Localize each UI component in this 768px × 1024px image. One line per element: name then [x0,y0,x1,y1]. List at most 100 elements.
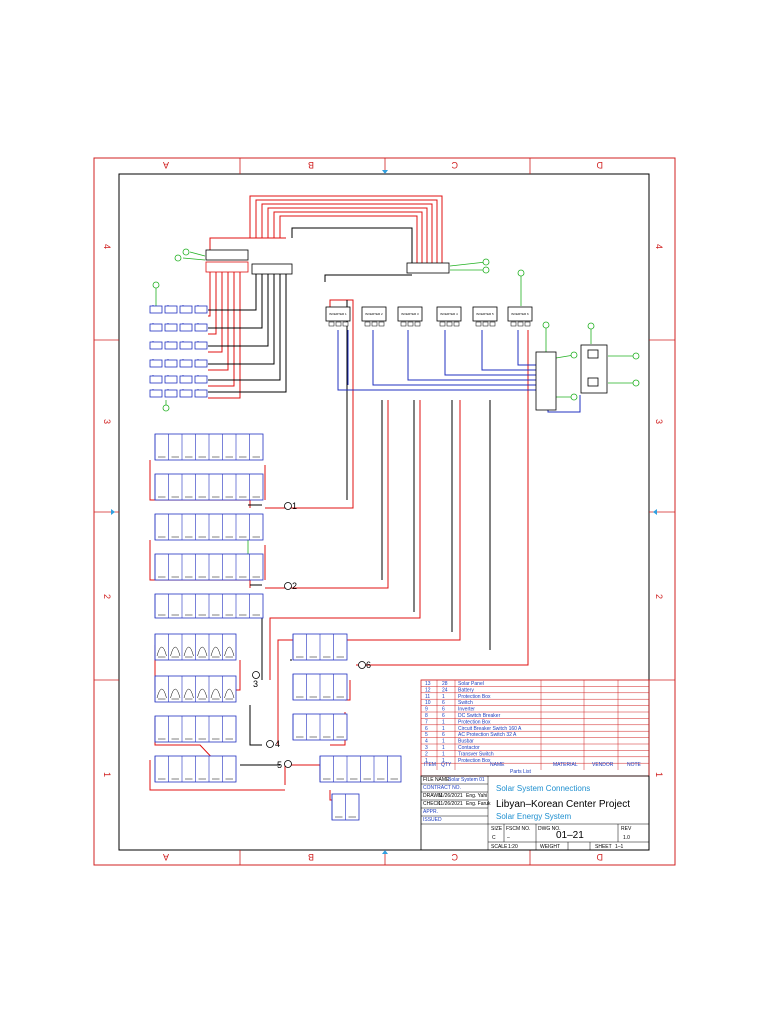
protection-box [535,344,608,411]
inverter-terminal [371,321,378,327]
series-link [183,646,194,657]
zone-row-left-4: 4 [102,244,112,249]
zone-row-left-3: 3 [102,419,112,424]
zone-col-top-c: C [451,160,458,170]
project-title: Libyan–Korean Center Project [496,799,630,810]
check-by: Eng. Faruk [466,801,491,807]
parts-item: 13 [425,681,431,687]
zone-row-right-1: 1 [654,772,664,777]
battery-unit [149,389,163,398]
battery-unit [149,305,163,314]
parts-qty: 1 [442,745,445,751]
parts-qty: 1 [442,758,445,764]
parts-item: 5 [425,732,428,738]
inverter-terminal [482,321,489,327]
inverter-box [397,306,423,322]
inverter-box [325,306,351,322]
contract-label: CONTRACT NO. [423,785,461,791]
series-link [170,688,181,699]
battery-unit [164,305,178,314]
inverter-terminal [475,321,482,327]
battery-unit [179,305,193,314]
zone-row-left-2: 2 [102,594,112,599]
zone-col-top-d: D [596,160,603,170]
inverter-terminal [453,321,460,327]
scale-label: SCALE [491,844,508,850]
inverter-label: INVERTER 1 [329,312,347,316]
check-date: 11/26/2021 [438,801,463,807]
string-label-1: 1 [292,501,297,511]
wiring-black [208,227,491,766]
inverter-terminal [378,321,385,327]
rev-value: 1.0 [623,835,630,841]
parts-qty: 1 [442,719,445,725]
combiner-boxes [205,249,450,275]
dwg-label: DWG NO. [538,826,561,832]
battery-unit [179,359,193,368]
series-link [197,688,208,699]
parts-name: Solar Panel [458,681,484,687]
drawn-by: Eng. Yahi [466,793,487,799]
sheet-value: 1–1 [615,844,624,850]
parts-name: Switch [458,700,473,706]
inverter-terminal [439,321,446,327]
battery-unit [164,323,178,332]
battery-unit [149,341,163,350]
series-link [210,688,221,699]
parts-qty: 1 [442,726,445,732]
parts-item: 1 [425,758,428,764]
parts-qty: 6 [442,700,445,706]
battery-unit [194,341,208,350]
parts-header-note: NOTE [627,762,642,768]
parts-header-qty: QTY [441,762,452,768]
sheet-label: SHEET [595,844,612,850]
scale-value: 1:20 [508,844,518,850]
zone-col-bot-c: C [451,852,458,862]
string-label-4: 4 [275,739,280,749]
zone-col-bot-a: A [163,852,169,862]
rev-label: REV [621,826,632,832]
system-title: Solar Energy System [496,812,571,821]
inverter-box [472,306,498,322]
zone-row-right-4: 4 [654,244,664,249]
inverter-label: INVERTER 4 [440,312,458,316]
parts-list-caption: Parts List [510,769,531,775]
string-label-6: 6 [366,660,371,670]
zone-row-right-2: 2 [654,594,664,599]
parts-name: Contactor [458,745,480,751]
series-link [156,646,167,657]
parts-item: 2 [425,751,428,757]
zone-col-top-a: A [163,160,169,170]
parts-item: 3 [425,745,428,751]
leader-balloons [152,248,640,412]
string-junctions [252,502,366,768]
file-name-value: Solar System 01 [448,777,485,783]
inverter-terminal [364,321,371,327]
battery-unit [149,323,163,332]
inverter-terminal [489,321,496,327]
parts-name: Protection Box [458,719,491,725]
size-label: SIZE [491,826,503,832]
battery-unit [149,375,163,384]
battery-unit [179,375,193,384]
parts-qty: 24 [442,687,448,693]
fscm-value: – [507,835,510,841]
inverter-box [436,306,462,322]
parts-qty: 1 [442,739,445,745]
string-label-2: 2 [292,581,297,591]
outer-frame [93,157,676,866]
parts-qty: 6 [442,707,445,713]
inverter-terminal [328,321,335,327]
parts-item: 12 [425,687,431,693]
parts-item: 11 [425,694,430,700]
parts-qty: 1 [442,694,445,700]
battery-unit [164,341,178,350]
parts-qty: 1 [442,751,445,757]
parts-qty: 6 [442,732,445,738]
battery-unit [179,323,193,332]
inverter-terminal [446,321,453,327]
inverter-terminal [400,321,407,327]
battery-bank [149,305,208,398]
